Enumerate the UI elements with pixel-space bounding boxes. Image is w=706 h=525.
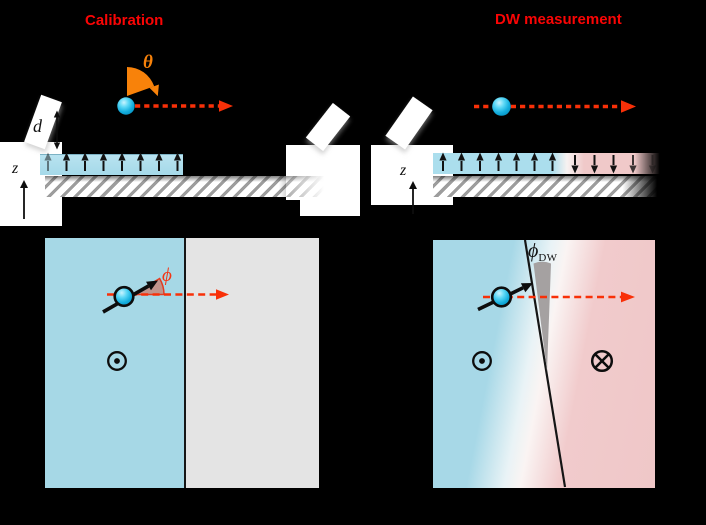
z-axis-label-left: z (12, 160, 19, 177)
calibration-title: Calibration (85, 12, 164, 29)
right-film-up-arrows (439, 152, 557, 171)
axis-arrows (20, 110, 417, 219)
theta-angle-wedge (127, 67, 159, 97)
plan-left-bare-region (186, 238, 319, 488)
standoff-label: d (33, 116, 42, 136)
phi-dw-main: ϕ (528, 240, 539, 262)
theta-label: θ (143, 52, 153, 73)
nv-ball-plan-right (490, 286, 513, 308)
right-substrate-hatch (433, 176, 664, 197)
nv-ball-calibration (117, 97, 135, 115)
nv-ball-plan-left (113, 285, 135, 308)
domain-wall-line (523, 239, 567, 488)
right-film-down-arrows (571, 155, 657, 174)
phi-dw-subscript: DW (538, 252, 558, 264)
scan-arrows (107, 100, 636, 303)
mid-probe-foot (300, 197, 360, 216)
out-of-plane-icon (472, 351, 492, 371)
left-film-up-arrows (44, 152, 182, 171)
left-substrate-hatch (45, 176, 330, 197)
film-edge-line (184, 238, 186, 488)
magnetization-symbols (107, 349, 614, 373)
nv-ball-dw (492, 97, 511, 116)
z-axis-label-right: z (400, 162, 407, 179)
dw-film (433, 153, 662, 174)
calibration-film (40, 154, 183, 175)
out-of-plane-icon (107, 351, 127, 371)
phi-label: ϕ (162, 265, 172, 286)
phi-dw-label: ϕDW (528, 241, 557, 264)
phi-dw-angle-wedge (533, 261, 551, 371)
into-plane-icon (590, 349, 614, 373)
dw-measurement-title: DW measurement (495, 11, 622, 28)
